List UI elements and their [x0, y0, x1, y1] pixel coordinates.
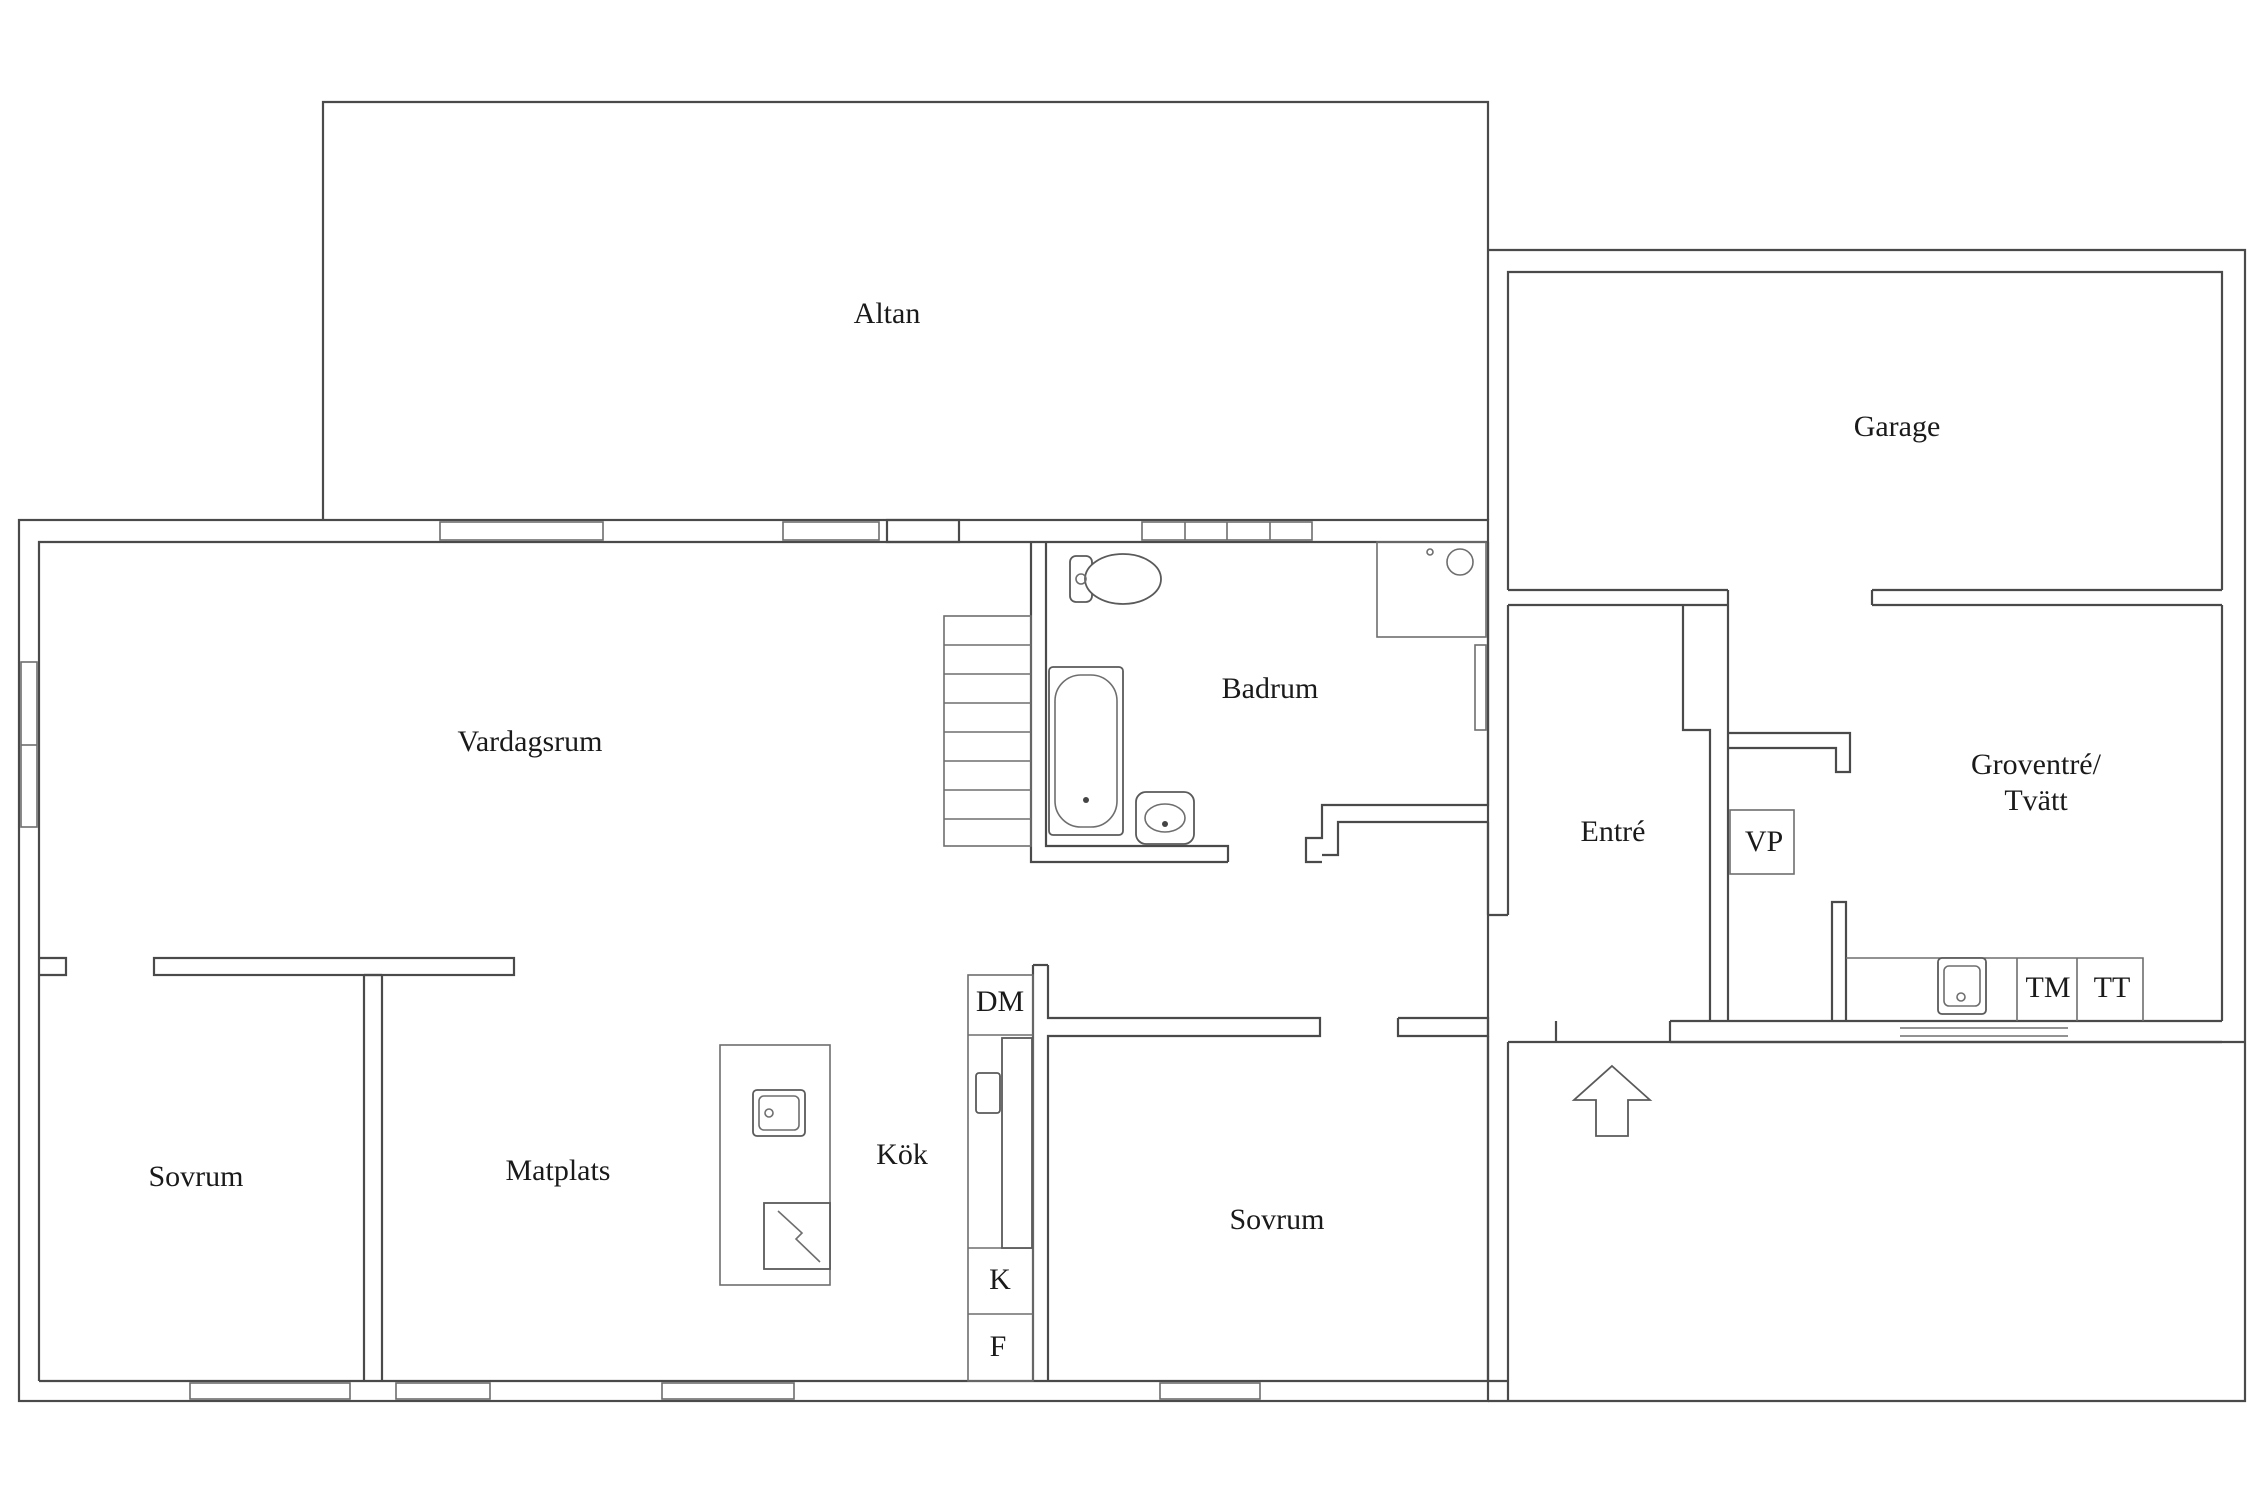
windows-bottom — [189, 1382, 1261, 1400]
outer-walls — [17, 518, 1508, 1403]
fixture-label-vp: VP — [1745, 825, 1783, 858]
windows-top — [439, 518, 1313, 544]
kitchen-island — [719, 1044, 831, 1286]
fixture-label-tt: TT — [2094, 971, 2131, 1004]
bathtub-icon — [1048, 666, 1124, 836]
toilet-icon — [1069, 553, 1162, 605]
stairs-icon — [943, 615, 1032, 847]
sink-icon — [1135, 791, 1195, 845]
room-label-groventre: Groventré/ — [1971, 748, 2102, 781]
window-left — [20, 661, 38, 828]
sink-icon — [1937, 957, 1987, 1015]
altan-outline — [321, 100, 1490, 520]
stove-icon — [763, 1202, 831, 1270]
room-label-altan: Altan — [854, 297, 921, 330]
room-label-tvatt: Tvätt — [2004, 784, 2068, 817]
sink-icon — [1426, 548, 1474, 576]
room-label-entre: Entré — [1581, 815, 1646, 848]
sink-icon — [752, 1089, 806, 1137]
interior-walls — [39, 956, 1490, 1381]
fixture-label-dm: DM — [976, 985, 1024, 1018]
room-label-garage: Garage — [1854, 410, 1941, 443]
entre-walls — [1554, 605, 2222, 1044]
garage-wing-walls — [1488, 248, 2247, 1403]
kitchen-counter — [967, 974, 1034, 1382]
room-label-kok: Kök — [876, 1138, 928, 1171]
room-label-badrum: Badrum — [1222, 672, 1319, 705]
up-arrow-icon — [1571, 1064, 1653, 1137]
room-label-sovrum-right: Sovrum — [1229, 1203, 1324, 1236]
fixture-label-k: K — [989, 1263, 1011, 1296]
fixture-label-f: F — [990, 1330, 1007, 1363]
room-label-sovrum-left: Sovrum — [148, 1160, 243, 1193]
room-label-matplats: Matplats — [506, 1154, 611, 1187]
fixture-label-tm: TM — [2026, 971, 2071, 1004]
room-label-vardagsrum: Vardagsrum — [458, 725, 603, 758]
